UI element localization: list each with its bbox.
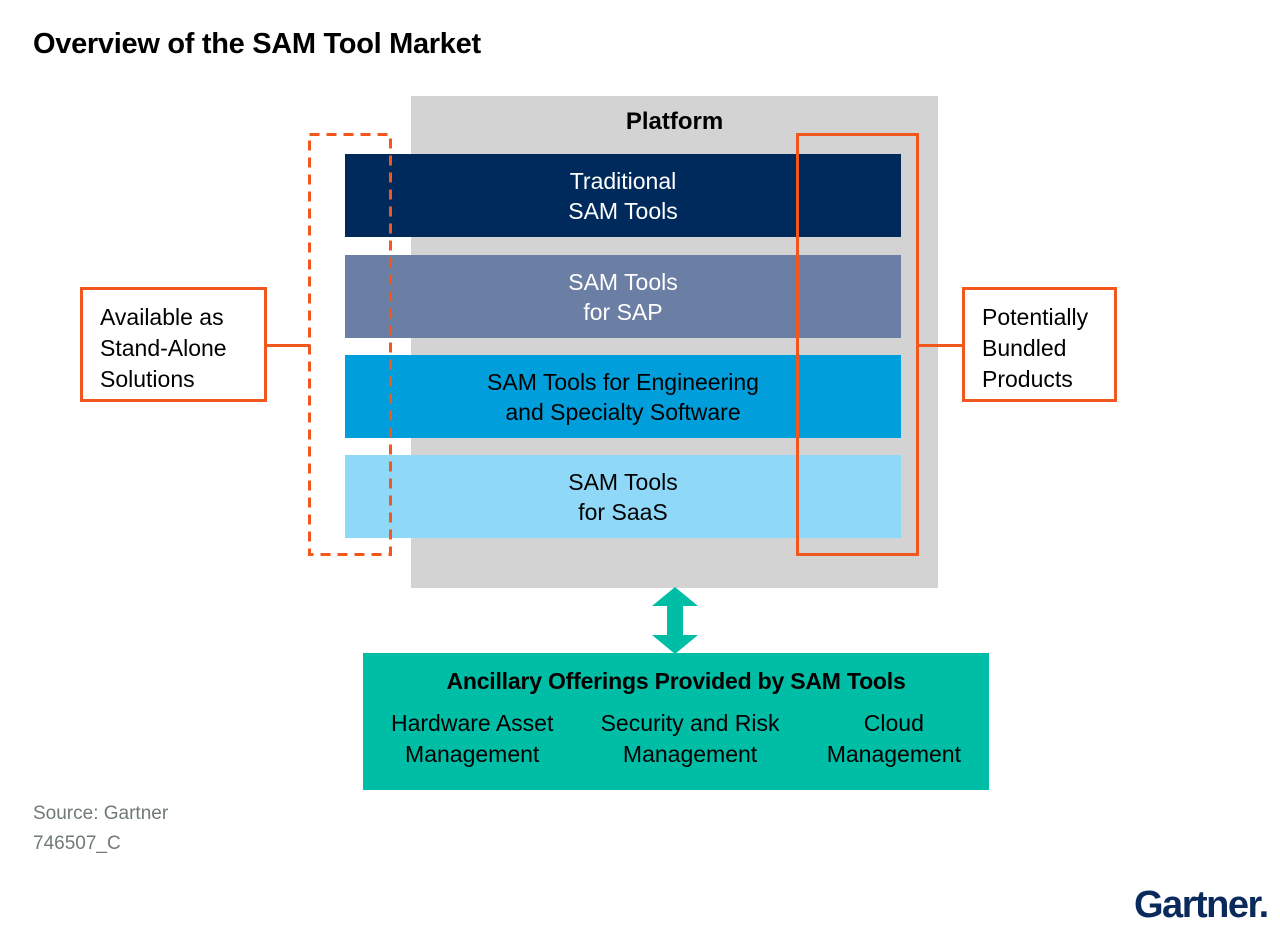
- double-arrow-shape: [652, 587, 698, 654]
- callout-line: Products: [982, 366, 1073, 392]
- ancillary-item-line: Management: [405, 741, 540, 767]
- page-title: Overview of the SAM Tool Market: [33, 28, 481, 60]
- callout-bundled: Potentially Bundled Products: [962, 287, 1117, 402]
- bar-label-line: and Specialty Software: [505, 398, 741, 425]
- ancillary-item-line: Security and Risk: [600, 710, 780, 736]
- ancillary-title: Ancillary Offerings Provided by SAM Tool…: [446, 668, 906, 694]
- bar-label-line: SAM Tools: [568, 268, 678, 295]
- bar-label-line: for SaaS: [578, 498, 668, 525]
- ancillary-items: Hardware Asset Management Security and R…: [391, 708, 961, 770]
- ancillary-offerings-box: Ancillary Offerings Provided by SAM Tool…: [363, 653, 989, 790]
- bar-label-line: SAM Tools for Engineering: [487, 368, 759, 395]
- ancillary-item-line: Hardware Asset: [391, 710, 554, 736]
- ancillary-item-line: Management: [622, 741, 758, 767]
- gartner-logo: Gartner.: [1134, 884, 1269, 926]
- bar-sam-tools-engineering: SAM Tools for Engineering and Specialty …: [345, 355, 901, 438]
- left-callout-connector: [266, 344, 310, 347]
- bar-sam-tools-for-sap: SAM Tools for SAP: [345, 255, 901, 338]
- bar-label-line: SAM Tools: [568, 197, 678, 224]
- right-callout-connector: [918, 344, 964, 347]
- source-attribution: Source: Gartner: [33, 803, 169, 824]
- platform-label: Platform: [625, 108, 724, 135]
- document-id: 746507_C: [33, 833, 121, 854]
- bar-sam-tools-for-saas: SAM Tools for SaaS: [345, 455, 901, 538]
- ancillary-item-cloud: Cloud Management: [827, 708, 961, 770]
- bar-label-line: for SAP: [583, 298, 663, 325]
- ancillary-item-hardware: Hardware Asset Management: [391, 708, 553, 770]
- bar-traditional-sam-tools: Traditional SAM Tools: [345, 154, 901, 237]
- callout-line: Potentially: [982, 304, 1089, 330]
- callout-stand-alone: Available as Stand-Alone Solutions: [80, 287, 267, 402]
- ancillary-item-line: Management: [826, 741, 961, 767]
- callout-line: Bundled: [982, 335, 1067, 361]
- callout-line: Solutions: [100, 366, 195, 392]
- ancillary-item-line: Cloud: [863, 710, 924, 736]
- callout-line: Available as: [100, 304, 224, 330]
- callout-line: Stand-Alone: [100, 335, 227, 361]
- bar-label-line: Traditional: [569, 167, 677, 194]
- double-arrow-icon: [652, 587, 698, 654]
- bar-label-line: SAM Tools: [568, 468, 678, 495]
- ancillary-item-security: Security and Risk Management: [601, 708, 780, 770]
